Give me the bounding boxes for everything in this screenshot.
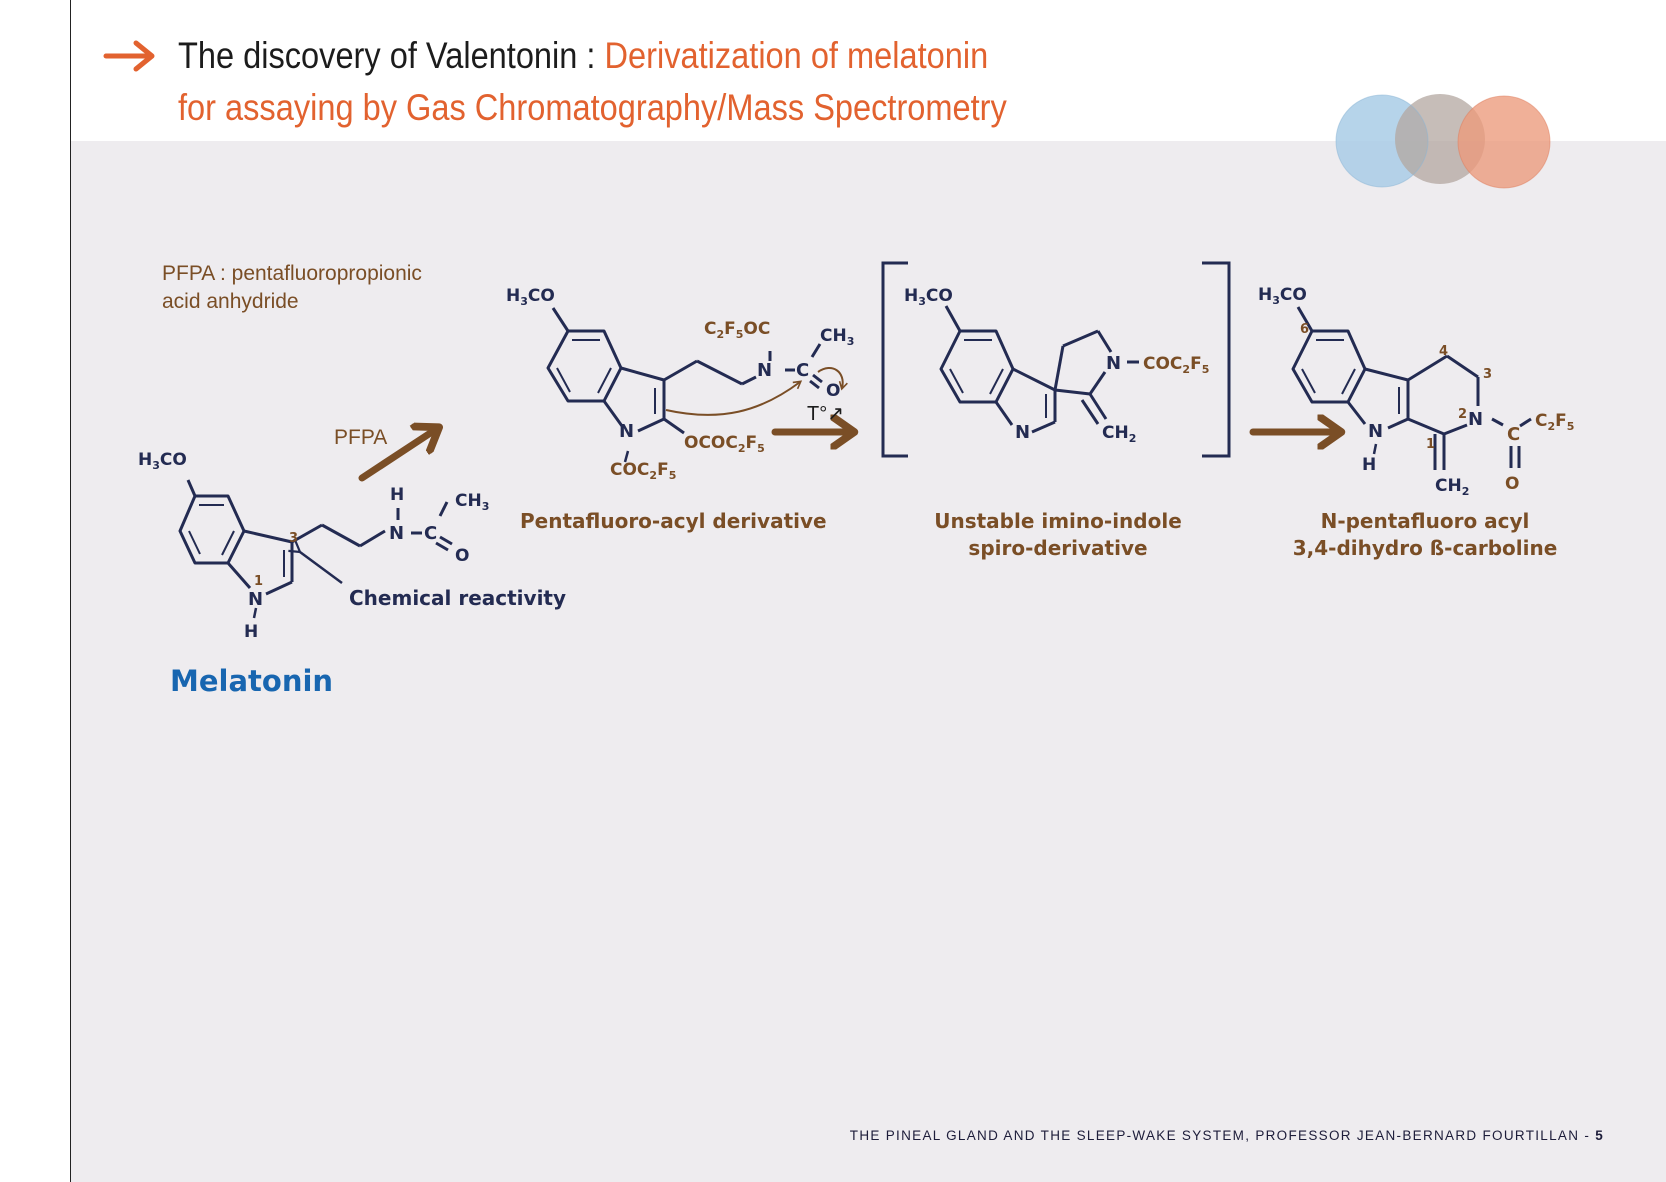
carbonyl-curved-arrow [817, 367, 848, 391]
heat-label: T°↗ [807, 403, 844, 425]
svg-text:COC2F5: COC2F5 [1143, 354, 1209, 376]
svg-text:2: 2 [1458, 407, 1467, 422]
svg-text:H: H [1362, 455, 1376, 475]
carboline-caption-line2: 3,4-dihydro ß-carboline [1292, 536, 1558, 560]
svg-text:N: N [389, 523, 404, 544]
melatonin-atoms: H3CO N H 1 3 H N C CH3 O [138, 450, 489, 642]
logo-circles-icon [1335, 94, 1551, 189]
svg-text:4: 4 [1439, 344, 1448, 359]
title-arrow-icon [103, 40, 155, 72]
spiro-caption-line1: Unstable imino-indole [934, 509, 1182, 533]
svg-text:C: C [796, 360, 809, 381]
svg-text:H3CO: H3CO [1258, 285, 1307, 307]
pfpa-reaction-arrow [358, 428, 438, 482]
svg-text:C: C [424, 523, 437, 544]
svg-text:CH2: CH2 [1435, 476, 1469, 498]
title-highlight-2: for assaying by Gas Chromatography/Mass … [178, 87, 1007, 128]
svg-text:3: 3 [1483, 367, 1492, 382]
svg-text:CH3: CH3 [455, 491, 489, 513]
page-title: The discovery of Valentonin : Derivatiza… [178, 30, 1007, 134]
svg-text:CH2: CH2 [1102, 423, 1136, 445]
svg-text:CH3: CH3 [820, 326, 854, 348]
svg-text:C2F5: C2F5 [1535, 411, 1574, 433]
svg-text:N: N [1015, 422, 1030, 443]
svg-text:H3CO: H3CO [904, 286, 953, 308]
rearrangement-curved-arrow [665, 380, 803, 416]
svg-text:C2F5OC: C2F5OC [704, 319, 770, 341]
svg-text:N: N [248, 589, 263, 610]
svg-text:N: N [757, 360, 772, 381]
pfpa-definition-note: PFPA : pentafluoropropionic acid anhydri… [162, 260, 422, 316]
spiro-atoms: H3CO N N COC2F5 CH2 [904, 286, 1209, 445]
svg-text:O: O [1505, 474, 1519, 494]
melatonin-name: Melatonin [170, 664, 334, 698]
svg-text:3: 3 [289, 531, 298, 546]
carboline-atoms: H3CO 6 4 3 2 N 1 N H CH2 C C2F5 O [1258, 285, 1574, 498]
page-number: 5 [1595, 1128, 1604, 1143]
svg-text:C: C [1507, 424, 1520, 445]
svg-text:O: O [455, 546, 469, 566]
left-border-line [70, 0, 71, 1182]
svg-text:COC2F5: COC2F5 [610, 460, 676, 482]
spiro-caption-line2: spiro-derivative [968, 536, 1148, 560]
footer-text: THE PINEAL GLAND AND THE SLEEP-WAKE SYST… [849, 1128, 1596, 1143]
carboline-caption-line1: N-pentafluoro acyl [1320, 509, 1530, 533]
svg-text:N: N [1368, 421, 1383, 442]
pfpa-note-line2: acid anhydride [162, 290, 299, 313]
pfpa-arrow-label: PFPA [334, 426, 388, 449]
svg-text:N: N [1106, 353, 1121, 374]
melatonin-structure [178, 479, 453, 619]
svg-text:O: O [826, 381, 840, 401]
spiro-bracket-right [1202, 261, 1231, 458]
footer-citation: THE PINEAL GLAND AND THE SLEEP-WAKE SYST… [850, 1128, 1604, 1143]
svg-text:1: 1 [254, 574, 263, 589]
chemical-reactivity-label: Chemical reactivity [349, 586, 567, 610]
svg-text:H: H [390, 485, 404, 505]
svg-text:H: H [244, 622, 258, 642]
spiro-caption: Unstable imino-indole spiro-derivative [918, 508, 1198, 562]
spiro-structure [939, 305, 1139, 434]
pentafluoro-caption: Pentafluoro-acyl derivative [520, 509, 827, 533]
title-main: The discovery of Valentonin : [178, 35, 605, 76]
content-panel [71, 141, 1666, 1182]
svg-text:N: N [1468, 409, 1483, 430]
carboline-structure [1291, 306, 1532, 470]
pentafluoro-structure [546, 307, 823, 463]
svg-text:6: 6 [1300, 322, 1309, 337]
svg-text:1: 1 [1426, 437, 1435, 452]
pfpa-note-line1: PFPA : pentafluoropropionic [162, 262, 422, 285]
svg-text:OCOC2F5: OCOC2F5 [684, 433, 765, 455]
svg-text:N: N [619, 421, 634, 442]
carboline-caption: N-pentafluoro acyl 3,4-dihydro ß-carboli… [1290, 508, 1560, 562]
title-highlight-1: Derivatization of melatonin [604, 35, 989, 76]
svg-text:H3CO: H3CO [138, 450, 187, 472]
spiro-bracket-left [881, 261, 908, 458]
svg-text:H3CO: H3CO [506, 286, 555, 308]
